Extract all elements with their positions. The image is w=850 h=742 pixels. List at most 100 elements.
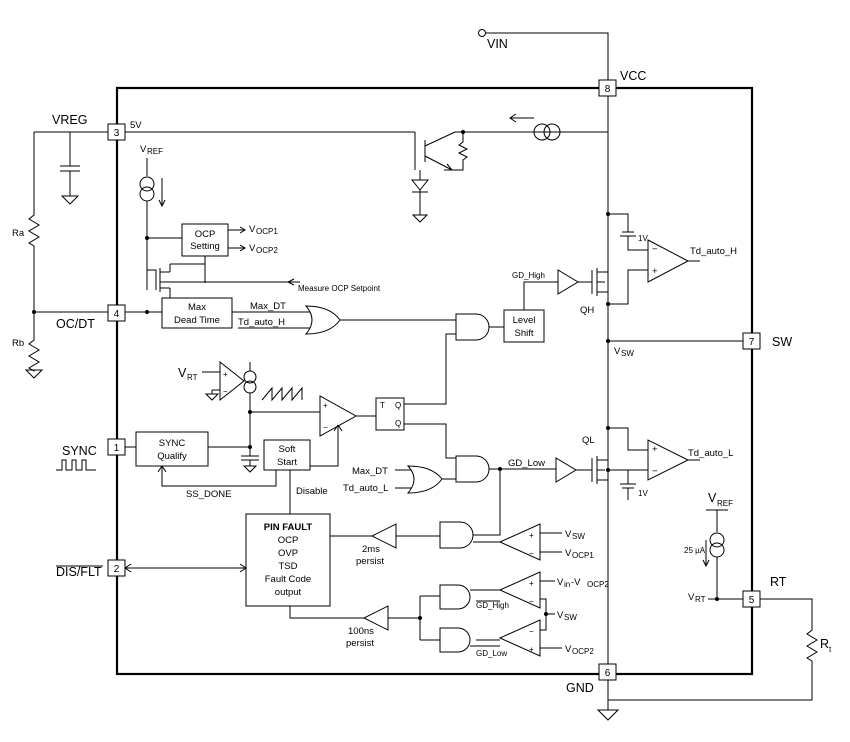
- ocp-setting-block: [181, 223, 229, 257]
- svg-text:OVP: OVP: [278, 548, 298, 559]
- svg-text:4: 4: [114, 309, 120, 320]
- svg-text:Level: Level: [513, 315, 536, 326]
- measure-ocp-label: Measure OCP Setpoint: [298, 284, 381, 293]
- svg-text:GD_Low: GD_Low: [508, 458, 545, 469]
- vin-terminal: [478, 29, 486, 37]
- vref-current-source-icon: [139, 176, 155, 192]
- svg-text:Soft: Soft: [279, 444, 296, 455]
- zener-icon: [410, 170, 430, 215]
- and-gate-high: [455, 313, 490, 341]
- svg-text:+: +: [652, 444, 658, 455]
- rt-label: RT: [770, 575, 787, 589]
- svg-text:+: +: [223, 370, 228, 379]
- ql-mosfet: [591, 456, 608, 484]
- ra-label: Ra: [12, 228, 25, 239]
- svg-text:2ms: 2ms: [362, 544, 380, 555]
- td-auto-l-comparator: [647, 439, 690, 481]
- and-gate-ovp-low: [439, 627, 471, 653]
- svg-text:Max: Max: [188, 302, 206, 313]
- ground-icon: [596, 709, 620, 721]
- svg-text:Td_auto_L: Td_auto_L: [343, 483, 388, 494]
- and-gate-ocp: [439, 521, 474, 549]
- svg-text:6: 6: [605, 668, 611, 679]
- dis-flt-label: DIS/FLT: [56, 565, 102, 579]
- svg-text:RT: RT: [695, 595, 706, 604]
- svg-text:OCP2: OCP2: [256, 246, 278, 255]
- svg-text:V: V: [565, 644, 572, 655]
- td-auto-h-comparator: [647, 239, 690, 283]
- arrow-icon: [158, 178, 166, 208]
- svg-text:Td_auto_H: Td_auto_H: [238, 317, 285, 328]
- ocp-comparator: [498, 523, 541, 561]
- pin-fault-block: [245, 513, 331, 607]
- svg-text:in: in: [564, 580, 570, 589]
- svg-text:persist: persist: [356, 556, 384, 567]
- or-gate-high: [304, 305, 341, 335]
- sw-label: SW: [772, 335, 792, 349]
- svg-text:Q: Q: [395, 419, 401, 428]
- svg-text:-V: -V: [571, 577, 581, 588]
- svg-text:−: −: [529, 597, 534, 606]
- sync-qualify-block: [135, 431, 209, 467]
- svg-text:OCP2: OCP2: [572, 647, 594, 656]
- svg-text:V: V: [178, 366, 187, 380]
- svg-text:V: V: [249, 243, 256, 254]
- ovp-low-comparator: [498, 619, 541, 657]
- svg-text:OCP2: OCP2: [587, 580, 609, 589]
- vreg-pass-transistor: [414, 131, 456, 171]
- svg-text:SYNC: SYNC: [159, 438, 186, 449]
- svg-text:REF: REF: [147, 147, 163, 156]
- svg-text:V: V: [688, 592, 695, 603]
- level-shift-block: [503, 309, 545, 343]
- svg-text:SW: SW: [572, 532, 585, 541]
- and-gate-low: [455, 455, 490, 483]
- svg-text:TSD: TSD: [279, 561, 298, 572]
- svg-text:−: −: [652, 466, 658, 477]
- oc-dt-label: OC/DT: [56, 317, 95, 331]
- svg-text:GD_Low: GD_Low: [476, 649, 507, 658]
- ground-icon: [411, 214, 429, 223]
- svg-text:Setting: Setting: [190, 241, 220, 252]
- svg-text:Qualify: Qualify: [157, 451, 187, 462]
- svg-text:−: −: [223, 387, 228, 396]
- svg-text:V: V: [557, 610, 564, 621]
- svg-text:−: −: [652, 244, 658, 255]
- svg-text:1: 1: [114, 443, 120, 454]
- svg-text:2: 2: [114, 564, 120, 575]
- svg-text:T: T: [380, 401, 385, 410]
- vin-label: VIN: [487, 37, 508, 51]
- svg-text:7: 7: [749, 337, 755, 348]
- svg-text:SW: SW: [621, 349, 634, 358]
- svg-text:PIN FAULT: PIN FAULT: [264, 522, 313, 533]
- svg-text:25 µA: 25 µA: [684, 546, 706, 555]
- svg-text:REF: REF: [717, 499, 733, 508]
- rb-label: Rb: [12, 338, 24, 349]
- arrow-icon: [702, 540, 710, 568]
- qh-label: QH: [580, 305, 594, 316]
- arrow-icon: [509, 113, 534, 123]
- low-side-driver: [555, 457, 577, 483]
- high-side-driver: [557, 269, 579, 295]
- svg-text:persist: persist: [346, 638, 374, 649]
- svg-text:100ns: 100ns: [348, 626, 374, 637]
- and-gate-ovp-high: [439, 584, 471, 610]
- svg-text:OCP: OCP: [195, 229, 216, 240]
- svg-text:5: 5: [749, 595, 755, 606]
- rt-resistor: [608, 598, 818, 701]
- ra-rb-divider: [28, 132, 40, 372]
- sync-label: SYNC: [62, 444, 97, 458]
- pin-4: [107, 304, 126, 322]
- gnd-label: GND: [566, 681, 594, 695]
- max-dead-time-block: [161, 297, 233, 329]
- svg-text:Max_DT: Max_DT: [352, 466, 388, 477]
- rt-current-source-icon: [709, 532, 725, 548]
- vreg-capacitor: [60, 132, 80, 196]
- svg-text:Q: Q: [395, 401, 401, 410]
- bidirectional-arrow-icon: [124, 563, 247, 573]
- ql-label: QL: [582, 435, 595, 446]
- svg-text:V: V: [708, 491, 717, 505]
- vreg-label: VREG: [52, 113, 87, 127]
- svg-text:Dead Time: Dead Time: [174, 315, 220, 326]
- ramp-capacitor: [241, 447, 259, 473]
